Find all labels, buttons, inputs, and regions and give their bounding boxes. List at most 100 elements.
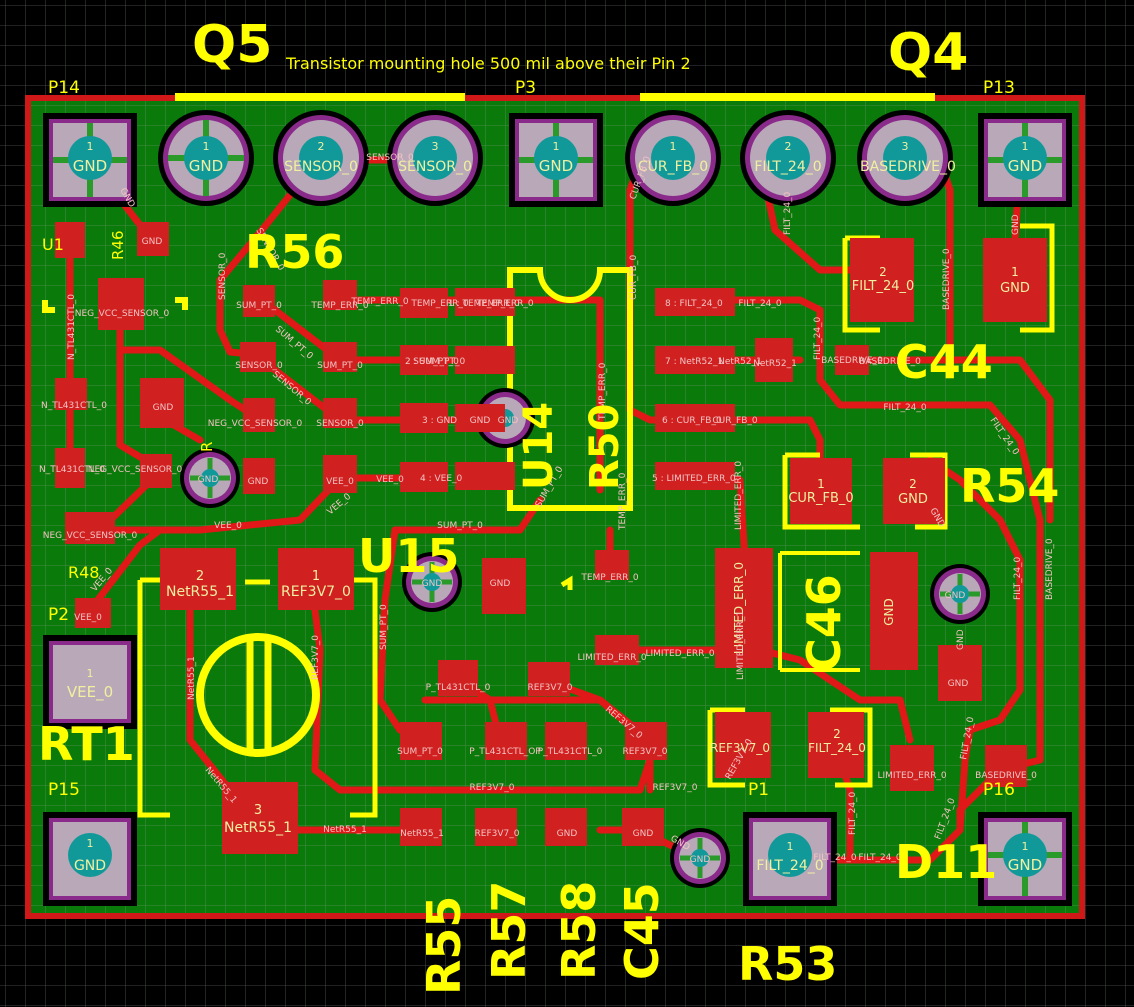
pad-p1[interactable]	[743, 812, 837, 906]
pad-r-gnd-2[interactable]	[140, 378, 184, 428]
svg-text:N_TL431CTL_0: N_TL431CTL_0	[67, 294, 77, 360]
pad-q4-2[interactable]	[740, 110, 836, 206]
pad-c46-gnd[interactable]	[938, 645, 982, 701]
pad-p2-vee[interactable]	[75, 598, 111, 628]
via-gnd-c46[interactable]	[930, 564, 990, 624]
pad-r-gnd3[interactable]	[400, 403, 448, 433]
pad-p-tl-op[interactable]	[485, 722, 527, 760]
svg-text:LIMITED_ERR_0: LIMITED_ERR_0	[877, 771, 946, 781]
svg-text:GND: GND	[74, 858, 106, 874]
svg-text:TEMP_ERR_0: TEMP_ERR_0	[475, 299, 534, 309]
pad-neg-vcc[interactable]	[65, 512, 115, 544]
pad-ref-b[interactable]	[625, 722, 667, 760]
pad-p2[interactable]	[43, 635, 137, 729]
pad-u1-a[interactable]	[55, 222, 85, 258]
pad-rt1-2[interactable]	[160, 548, 236, 610]
pad-p14[interactable]	[43, 113, 137, 207]
pad-gnd-b[interactable]	[622, 808, 664, 846]
designator-u1: U1	[42, 235, 64, 254]
u14-pin-7[interactable]	[655, 346, 735, 374]
u14-pin-1[interactable]	[455, 288, 515, 316]
pad-q5-1[interactable]	[158, 110, 254, 206]
via-gnd-c45[interactable]	[670, 828, 730, 888]
svg-text:1: 1	[1011, 265, 1019, 279]
pad-r-neg2[interactable]	[243, 398, 275, 432]
pad-p16[interactable]	[978, 812, 1072, 906]
pad-limited-err-1[interactable]	[890, 745, 934, 791]
pad-basedrive-b[interactable]	[985, 745, 1027, 787]
svg-text:TEMP_ERR_0: TEMP_ERR_0	[310, 301, 369, 311]
svg-text:NetR55_1: NetR55_1	[224, 820, 292, 836]
pad-u1-c[interactable]	[55, 448, 85, 488]
svg-text:FILT_24_0: FILT_24_0	[848, 791, 858, 835]
pad-q4-3[interactable]	[857, 110, 953, 206]
via-gnd-r[interactable]	[180, 448, 240, 508]
pad-r-sum[interactable]	[400, 345, 448, 375]
pad-p3[interactable]	[509, 113, 603, 207]
pad-r-temp[interactable]	[400, 288, 448, 318]
pad-q4-1[interactable]	[625, 110, 721, 206]
designator-c46: C46	[797, 574, 851, 672]
pad-r-ref-a[interactable]	[528, 662, 570, 696]
u14-pin-5[interactable]	[655, 462, 735, 490]
pad-rt1-3[interactable]	[222, 782, 298, 854]
pad-rt1-1[interactable]	[278, 548, 354, 610]
pad-limited-2[interactable]	[595, 635, 639, 665]
pad-r56-d[interactable]	[323, 342, 357, 372]
pad-p-tl431[interactable]	[545, 722, 587, 760]
designator-r48: R48	[68, 563, 99, 582]
board-note: Transistor mounting hole 500 mil above t…	[285, 54, 691, 73]
svg-text:NEG_VCC_SENSOR_0: NEG_VCC_SENSOR_0	[208, 419, 303, 429]
pad-c44-2[interactable]	[850, 238, 914, 322]
pad-r-p-tl431[interactable]	[438, 660, 478, 696]
pad-r54-1[interactable]	[790, 458, 852, 524]
designator-p15: P15	[48, 780, 80, 800]
pad-r-neg[interactable]	[140, 454, 172, 488]
svg-text:REF3V7_0: REF3V7_0	[470, 783, 515, 793]
pad-vee[interactable]	[323, 455, 357, 493]
svg-text:SENSOR_0: SENSOR_0	[398, 159, 472, 175]
svg-text:GND: GND	[1008, 856, 1042, 874]
pad-netr55[interactable]	[400, 808, 442, 846]
u14-pin-4[interactable]	[455, 462, 515, 490]
u14-pin-8[interactable]	[655, 288, 735, 316]
svg-text:1: 1	[553, 140, 560, 153]
pad-r46[interactable]	[137, 222, 169, 256]
pad-r54-2[interactable]	[883, 458, 945, 524]
u14-pin-6[interactable]	[655, 404, 735, 432]
pad-c46-a[interactable]	[715, 548, 773, 668]
pad-sum-pt[interactable]	[400, 722, 442, 760]
svg-text:BASEDRIVE_0: BASEDRIVE_0	[860, 159, 956, 175]
pad-u1-3[interactable]	[98, 278, 144, 330]
svg-text:NetR52_1: NetR52_1	[718, 357, 762, 367]
svg-text:REF3V7_0: REF3V7_0	[653, 783, 698, 793]
pad-ref-c[interactable]	[475, 808, 517, 846]
pad-basedrive[interactable]	[835, 345, 869, 375]
pad-netr52[interactable]	[755, 338, 793, 382]
u14-pin-2[interactable]	[455, 346, 515, 374]
svg-text:SUM_PT_0: SUM_PT_0	[236, 301, 282, 311]
pad-q5-3[interactable]	[387, 110, 483, 206]
pad-d11-b[interactable]	[808, 712, 864, 778]
pad-r56-b[interactable]	[323, 280, 357, 310]
pad-gnd-a[interactable]	[545, 808, 587, 846]
svg-text:SUM_PT_0: SUM_PT_0	[437, 521, 483, 531]
pad-u1-b[interactable]	[55, 378, 87, 410]
pad-r-gnd[interactable]	[243, 458, 275, 494]
pad-q5-2[interactable]	[273, 110, 369, 206]
svg-text:REF3V7_0: REF3V7_0	[710, 741, 770, 755]
u14-pin-3[interactable]	[455, 404, 505, 432]
pad-p13[interactable]	[978, 113, 1072, 207]
svg-text:GND: GND	[248, 477, 269, 487]
pad-u15-3[interactable]	[482, 558, 526, 614]
pad-c46-b[interactable]	[870, 552, 918, 670]
pad-r56-a[interactable]	[243, 285, 275, 317]
via-gnd-u15[interactable]	[402, 552, 462, 612]
pad-temp-err[interactable]	[595, 550, 629, 580]
pad-r-sensor[interactable]	[323, 398, 357, 428]
pad-p15[interactable]	[43, 812, 137, 906]
pad-d11-a[interactable]	[715, 712, 771, 778]
pad-c44-1[interactable]	[983, 238, 1047, 322]
pad-r56-c[interactable]	[240, 342, 276, 372]
pad-r-vee[interactable]	[400, 462, 448, 492]
